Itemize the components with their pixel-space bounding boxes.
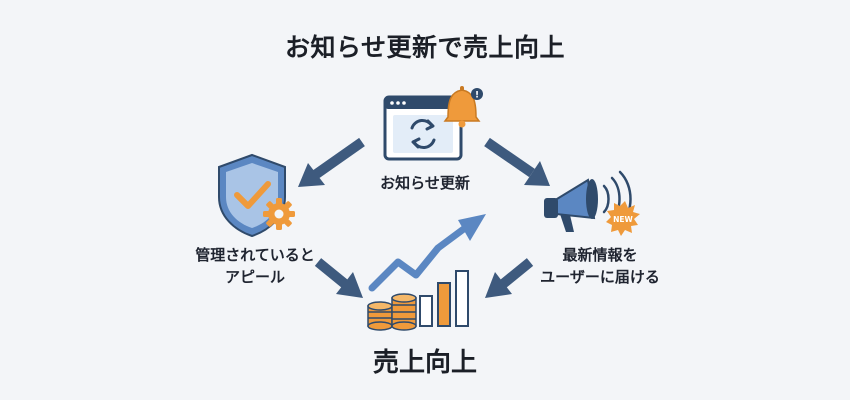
node-label-update-news: お知らせ更新 [380, 174, 470, 192]
arrow-left-to-bottom [314, 258, 363, 298]
coin-stack-icon [367, 293, 417, 331]
megaphone-icon [544, 170, 632, 232]
node-label-sales-growth: 売上向上 [372, 348, 477, 378]
trend-arrow-icon [368, 214, 486, 292]
new-badge-text: NEW [613, 215, 633, 224]
arrow-center-to-left [298, 137, 365, 187]
node-label-line: 管理されていると [195, 246, 315, 264]
node-label-line: ユーザーに届ける [540, 268, 660, 286]
growth-chart-icon [419, 270, 469, 327]
node-label-appeal-managed: 管理されていると アピール [170, 244, 340, 288]
node-label-line: 最新情報を [562, 246, 638, 264]
node-label-deliver-latest: 最新情報を ユーザーに届ける [510, 244, 690, 288]
arrow-center-to-right [484, 137, 550, 186]
gear-icon [263, 198, 295, 230]
arrow-right-to-bottom [485, 258, 534, 298]
new-badge-icon [606, 201, 640, 236]
diagram-title: お知らせ更新で売上向上 [284, 33, 565, 62]
bell-icon [443, 86, 483, 128]
browser-window-icon [383, 95, 463, 161]
refresh-icon [410, 119, 436, 149]
bell-alert-mark: ! [475, 91, 479, 101]
node-label-line: アピール [224, 268, 285, 286]
